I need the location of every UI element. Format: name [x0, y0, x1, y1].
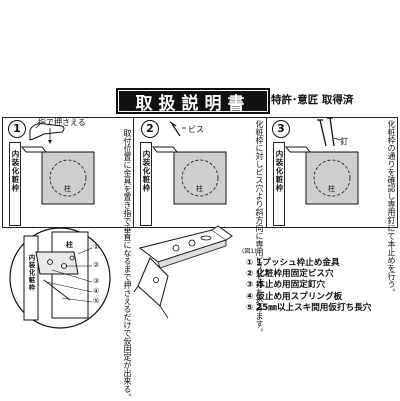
step-1-frame-label: 内装化粧枠 — [11, 150, 20, 193]
step-1-post-label: 柱 — [64, 185, 71, 193]
step-2-caption: ビス — [188, 125, 204, 134]
step-3-instruction: 化粧枠の通りを確認し専用釘にて本止めを行う。 — [387, 120, 396, 296]
step-1-frame-strip — [9, 142, 21, 226]
detail-callout-2: ② — [93, 261, 100, 269]
step-2-frame-label: 内装化粧枠 — [142, 150, 151, 193]
patent-note: 特許･意匠 取得済 — [271, 94, 354, 106]
step-2-number: 2 — [141, 120, 159, 138]
legend-item: ② 化粧枠用固定ビス穴 — [246, 267, 396, 280]
step-2-frame-strip — [140, 142, 152, 226]
step-1-caption: 指で押さえる — [38, 118, 86, 127]
step-3-number: 3 — [272, 120, 290, 138]
legend-item-text: ⑤ 25㎜以上スキ間用仮打ち長穴 — [246, 303, 372, 314]
legend-title: (図1) — [242, 248, 257, 255]
step-3-caption: 釘 — [340, 137, 348, 146]
legend-item-text: ④ 仮止め用スプリング板 — [246, 291, 343, 302]
detail-frame-label: 内装化粧枠 — [27, 254, 35, 292]
step-3-frame-strip — [273, 142, 285, 226]
legend-item: ⑤ 25㎜以上スキ間用仮打ち長穴 — [246, 302, 396, 313]
step-3-post-label: 柱 — [328, 185, 335, 193]
detail-callout-5: ⑤ — [93, 297, 100, 305]
steps-frame — [2, 117, 398, 228]
detail-post-label: 柱 — [66, 241, 73, 249]
legend-item: ① 1プッシュ枠止め金具 — [246, 256, 396, 268]
legend-item-text: ① 1プッシュ枠止め金具 — [246, 257, 340, 268]
parts-legend: ① 1プッシュ枠止め金具 ② 化粧枠用固定ビス穴 ③ 本止め用固定釘穴 ④ 仮止… — [246, 256, 396, 314]
detail-callout-3: ③ — [93, 277, 100, 285]
panel-divider-2 — [266, 117, 267, 228]
panel-divider-1 — [133, 117, 134, 228]
detail-callout-1: ① — [93, 243, 100, 251]
legend-item: ③ 本止め用固定釘穴 — [246, 279, 396, 290]
legend-item-text: ② 化粧枠用固定ビス穴 — [246, 269, 334, 280]
step-2-post-label: 柱 — [196, 185, 203, 193]
step-3-frame-label: 内装化粧枠 — [275, 150, 284, 193]
document-title: 取扱説明書 — [116, 88, 270, 114]
legend-item-text: ③ 本止め用固定釘穴 — [246, 280, 326, 291]
detail-callout-4: ④ — [93, 287, 100, 295]
legend-item: ④ 仮止め用スプリング板 — [246, 290, 396, 302]
step-1-number: 1 — [8, 120, 26, 138]
